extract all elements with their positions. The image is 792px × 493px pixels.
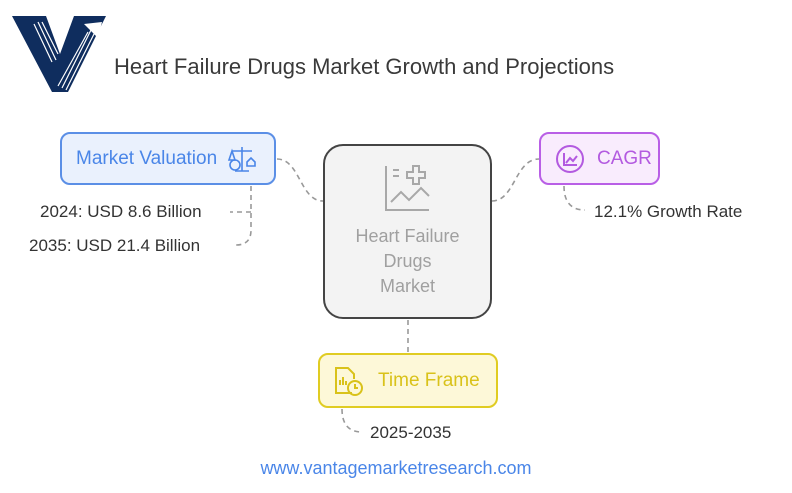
central-node: Heart Failure Drugs Market: [323, 144, 492, 319]
report-clock-icon: [335, 366, 363, 396]
medical-chart-icon: [384, 165, 430, 211]
growth-chart-icon: [556, 144, 584, 173]
market-valuation-node: Market Valuation: [60, 132, 276, 185]
cagr-label: CAGR: [597, 147, 652, 169]
market-valuation-label: Market Valuation: [76, 147, 218, 169]
valuation-2024: 2024: USD 8.6 Billion: [40, 202, 202, 221]
central-line-1: Heart Failure: [355, 226, 460, 246]
footer-url[interactable]: www.vantagemarketresearch.com: [260, 458, 532, 478]
valuation-2035: 2035: USD 21.4 Billion: [29, 236, 201, 255]
page-title: Heart Failure Drugs Market Growth and Pr…: [114, 54, 615, 79]
scale-money-icon: [228, 146, 256, 172]
time-frame-label: Time Frame: [378, 369, 480, 391]
time-frame-node: Time Frame: [318, 353, 498, 408]
central-line-2: Drugs: [383, 251, 432, 271]
time-frame-value: 2025-2035: [370, 423, 452, 442]
company-logo: [12, 16, 106, 92]
cagr-node: CAGR: [539, 132, 660, 185]
cagr-value: 12.1% Growth Rate: [594, 202, 743, 221]
central-line-3: Market: [379, 276, 435, 296]
